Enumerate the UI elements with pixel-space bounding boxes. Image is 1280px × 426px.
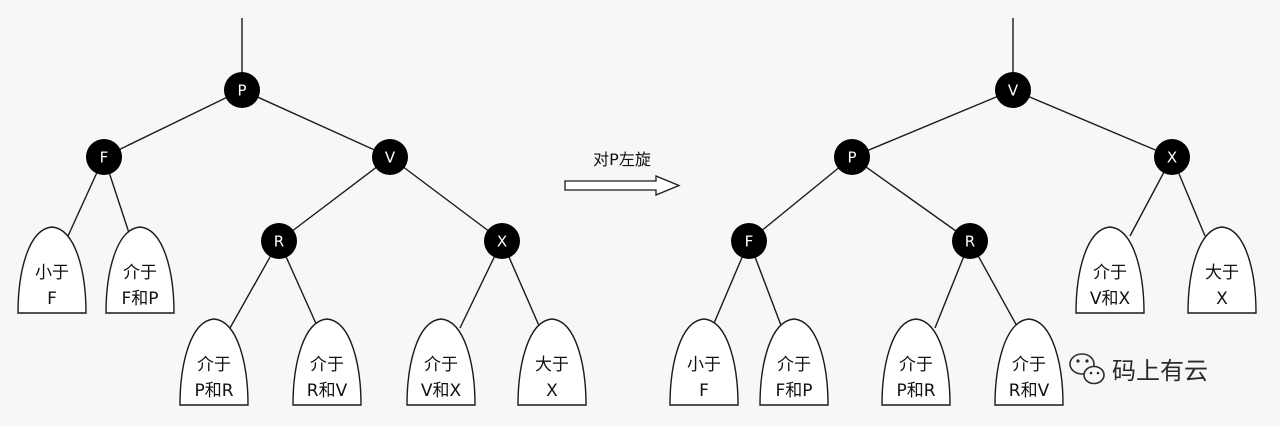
subtree-less-than-f: 小于 F (17, 226, 87, 314)
node-label: P (237, 82, 246, 100)
subtree-line1: 大于 (1205, 263, 1239, 283)
node-label: P (847, 149, 856, 167)
subtree-line2: F和P (775, 381, 812, 401)
subtree-greater-than-x: 大于 X (1187, 226, 1257, 314)
subtree-line1: 小于 (35, 263, 69, 283)
subtree-between-f-p: 介于 F和P (105, 226, 175, 314)
subtree-between-p-r: 介于 P和R (179, 318, 249, 406)
subtree-between-r-v: 介于 R和V (994, 318, 1064, 406)
node-label: V (385, 149, 396, 167)
subtree-greater-than-x: 大于 X (517, 318, 587, 406)
before-tree: 小于 F 介于 F和P 介于 P和R 介于 R和V 介于 V和X (17, 18, 587, 406)
before-nodes: P F V R X (86, 72, 520, 259)
edge-p-r (851, 156, 971, 242)
edge-v-p (851, 89, 1014, 158)
subtree-line1: 小于 (687, 355, 721, 375)
watermark: 码上有云 (1069, 353, 1208, 385)
subtree-line2: F和P (121, 289, 158, 309)
node-f: F (86, 139, 122, 175)
rotation-arrow: 对P左旋 (564, 150, 681, 196)
subtree-line1: 介于 (1093, 263, 1127, 283)
before-subtrees: 小于 F 介于 F和P 介于 P和R 介于 R和V 介于 V和X (17, 226, 587, 406)
node-label: X (497, 233, 507, 251)
subtree-line1: 介于 (197, 355, 231, 375)
subtree-between-v-x: 介于 V和X (406, 318, 476, 406)
subtree-between-r-v: 介于 R和V (292, 318, 362, 406)
node-label: R (274, 233, 284, 251)
after-nodes: V P X F R (731, 72, 1190, 259)
node-x: X (1154, 139, 1190, 175)
subtree-line2: P和R (896, 381, 935, 401)
subtree-line1: 介于 (777, 355, 811, 375)
node-x: X (484, 223, 520, 259)
node-v: V (995, 72, 1031, 108)
subtree-line2: P和R (194, 381, 233, 401)
node-f: F (731, 223, 767, 259)
node-r: R (261, 223, 297, 259)
after-subtrees: 介于 V和X 大于 X 小于 F 介于 F和P 介于 P和R (669, 226, 1257, 406)
subtree-line2: X (546, 381, 558, 401)
subtree-line1: 介于 (1012, 355, 1046, 375)
node-v: V (372, 139, 408, 175)
subtree-line2: V和X (421, 381, 462, 401)
wechat-icon (1069, 353, 1105, 385)
subtree-line1: 介于 (310, 355, 344, 375)
subtree-line1: 介于 (123, 263, 157, 283)
subtree-line2: R和V (1009, 381, 1050, 401)
subtree-line2: F (47, 289, 57, 309)
subtree-line1: 介于 (899, 355, 933, 375)
subtree-line1: 大于 (535, 355, 569, 375)
node-label: F (745, 233, 754, 251)
operation-label: 对P左旋 (593, 150, 651, 169)
edge-v-r (278, 156, 391, 242)
edge-p-f (103, 89, 243, 158)
subtree-between-p-r: 介于 P和R (881, 318, 951, 406)
edge-p-f (748, 156, 853, 242)
edge-v-x (389, 156, 503, 242)
subtree-line2: X (1216, 289, 1228, 309)
edge-v-x (1012, 89, 1173, 158)
subtree-line1: 介于 (424, 355, 458, 375)
node-p: P (224, 72, 260, 108)
node-label: R (965, 233, 975, 251)
watermark-text: 码上有云 (1112, 357, 1208, 385)
node-label: F (100, 149, 109, 167)
subtree-line2: F (699, 381, 709, 401)
subtree-between-v-x: 介于 V和X (1075, 226, 1145, 314)
node-r: R (952, 223, 988, 259)
edge-p-v (241, 89, 391, 158)
subtree-between-f-p: 介于 F和P (759, 318, 829, 406)
node-p: P (834, 139, 870, 175)
subtree-line2: V和X (1090, 289, 1131, 309)
subtree-less-than-f: 小于 F (669, 318, 739, 406)
right-arrow-icon (564, 175, 681, 196)
node-label: X (1167, 149, 1177, 167)
node-label: V (1008, 82, 1019, 100)
after-tree: 介于 V和X 大于 X 小于 F 介于 F和P 介于 P和R (669, 18, 1257, 406)
subtree-line2: R和V (307, 381, 348, 401)
